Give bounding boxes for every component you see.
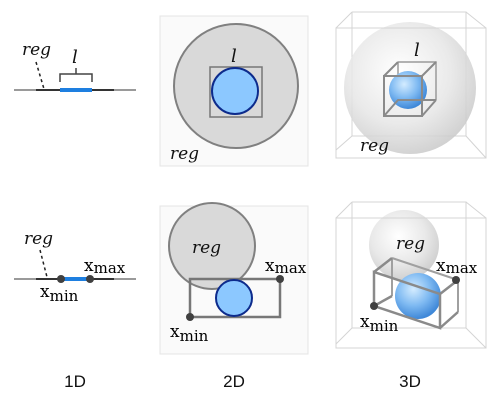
panel-2d-top: l reg — [159, 15, 309, 167]
reg-label: reg — [396, 234, 425, 254]
column-label-2d: 2D — [223, 372, 245, 391]
inner-cube-front — [383, 61, 437, 117]
xmax-point — [276, 275, 284, 283]
inner-disk — [211, 67, 259, 115]
bounding-square — [209, 66, 263, 118]
xmin-point — [57, 275, 65, 283]
reg-label: reg — [170, 144, 199, 164]
length-label: l — [231, 46, 237, 67]
length-label: l — [414, 40, 420, 61]
cube-back-edges — [335, 201, 487, 345]
cube-front-edges — [335, 201, 487, 349]
column-label-1d: 1D — [64, 372, 86, 391]
length-label: l — [72, 47, 78, 68]
inner-disk — [215, 279, 253, 317]
reg-pointer — [35, 61, 45, 90]
reg-label: reg — [192, 238, 221, 258]
reg-label: reg — [22, 40, 51, 60]
cube-back-edges — [335, 11, 487, 151]
xmax-label: xmax — [265, 256, 307, 277]
xmin-label: xmin — [170, 322, 209, 345]
xmin-label: xmin — [360, 312, 399, 335]
reg-label: reg — [24, 229, 53, 249]
xmax-label: xmax — [436, 256, 478, 277]
xmax-point — [452, 276, 460, 284]
panel-1d-bottom: reg xmax xmin — [14, 229, 136, 305]
xmin-label: xmin — [40, 282, 79, 305]
xmax-point — [86, 275, 94, 283]
inner-box-front — [372, 257, 459, 330]
panel-3d-bottom: reg xmax xmin — [335, 201, 487, 349]
cube-front-edges — [335, 11, 487, 159]
column-label-3d: 3D — [399, 372, 421, 391]
inner-sphere — [395, 273, 441, 319]
length-bracket — [59, 68, 93, 82]
reg-pointer — [39, 249, 48, 278]
xmin-point — [370, 302, 378, 310]
bounding-box — [188, 277, 282, 319]
xmax-label: xmax — [84, 256, 126, 277]
panel-2d-bottom: reg xmax xmin — [159, 202, 309, 355]
region-disk — [168, 202, 256, 290]
xmin-point — [186, 313, 194, 321]
panel-1d-top: l reg — [14, 40, 136, 92]
panel-3d-top: l reg — [335, 11, 487, 159]
reg-label: reg — [360, 136, 389, 156]
